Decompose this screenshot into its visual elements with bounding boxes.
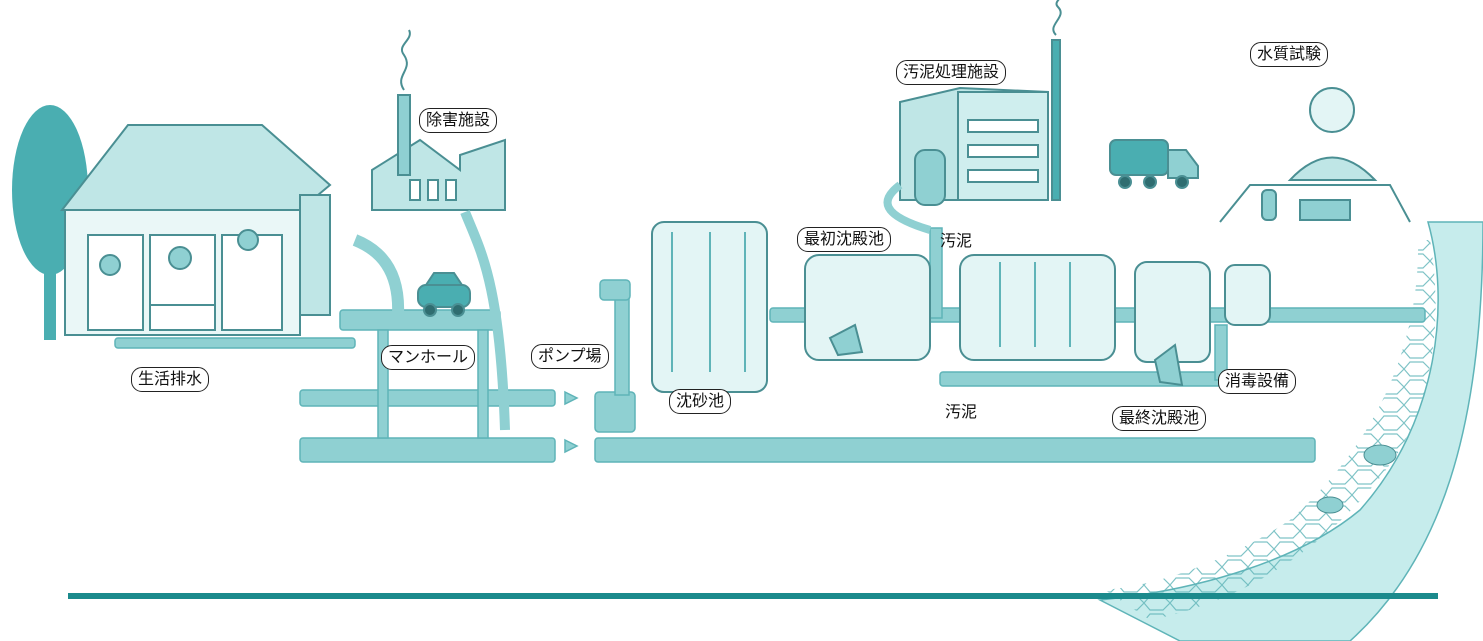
label-sludge-treatment-facility: 汚泥処理施設 [896,60,1007,85]
factory-icon [352,29,510,431]
sludge-plant-building [883,0,1062,234]
river-icon [1097,221,1483,641]
label-remediation-facility: 除害施設 [419,108,498,133]
label-primary-clarifier: 最初沈殿池 [797,227,892,252]
label-pump-station: ポンプ場 [531,344,609,369]
label-grit-chamber: 沈砂池 [669,389,732,414]
truck-icon [1109,139,1199,189]
bottom-rule [68,593,1438,599]
scientist-icon [1219,87,1411,223]
label-sludge-upper: 汚泥 [940,231,973,250]
label-final-clarifier: 最終沈殿池 [1112,406,1207,431]
grit-chamber-tank [651,221,768,393]
label-household-wastewater: 生活排水 [131,367,210,392]
clarifier-tanks [804,254,1271,387]
house-icon [59,124,332,336]
label-water-quality-testing: 水質試験 [1250,42,1329,67]
fish-icon [1316,444,1397,514]
label-sludge-lower: 汚泥 [945,402,978,421]
label-disinfection-equipment: 消毒設備 [1218,369,1297,394]
car-icon [417,272,471,317]
label-manhole: マンホール [381,345,476,370]
